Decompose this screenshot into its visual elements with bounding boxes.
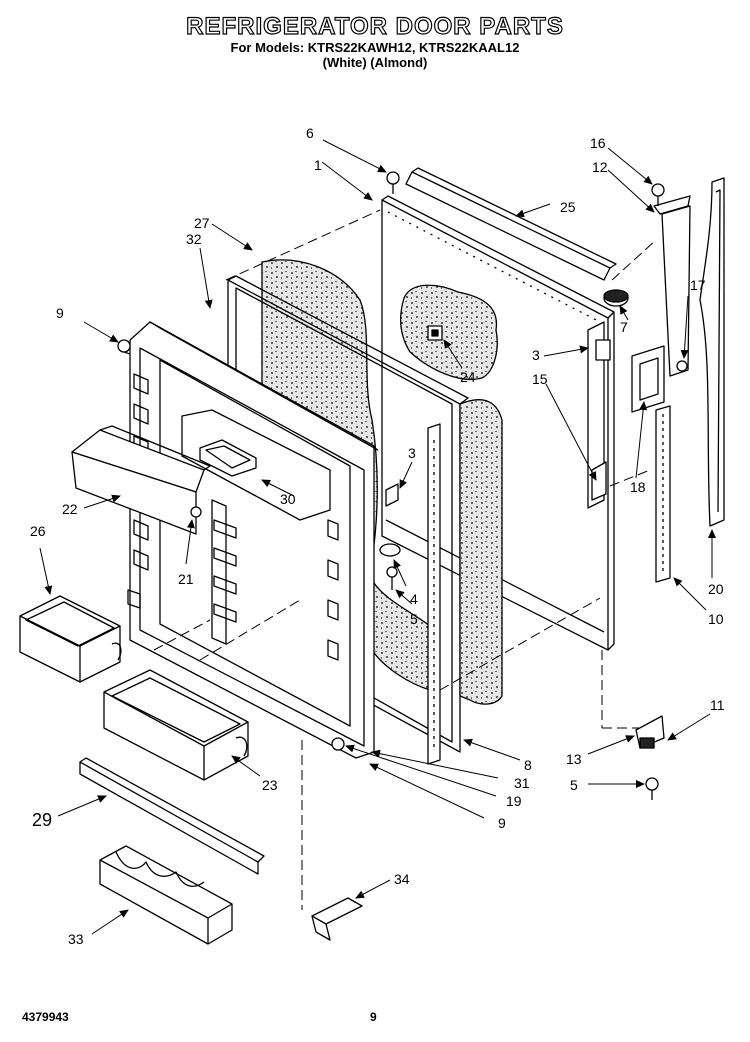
screw-parts bbox=[117, 171, 688, 800]
callout-16: 16 bbox=[590, 135, 606, 151]
part-31-vertical-trim bbox=[427, 423, 441, 765]
part-23-door-bin bbox=[103, 669, 249, 781]
callout-7: 7 bbox=[620, 319, 628, 335]
callout-24: 24 bbox=[460, 369, 476, 385]
callout-6: 6 bbox=[306, 125, 314, 141]
callout-30: 30 bbox=[280, 491, 296, 507]
callout-20: 20 bbox=[708, 581, 724, 597]
assembly-guide-lines bbox=[153, 209, 657, 910]
callout-4: 4 bbox=[410, 591, 418, 607]
part-29-shelf-bar bbox=[79, 757, 265, 875]
part-13-bottom-hinge bbox=[635, 715, 665, 749]
callout-5: 5 bbox=[570, 777, 578, 793]
callout-1: 1 bbox=[314, 157, 322, 173]
callout-15: 15 bbox=[532, 371, 548, 387]
callout-32: 32 bbox=[186, 231, 202, 247]
document-number: 4379943 bbox=[22, 1010, 69, 1024]
callout-18: 18 bbox=[630, 479, 646, 495]
part-33-egg-tray bbox=[99, 845, 233, 945]
page-title: REFRIGERATOR DOOR PARTS bbox=[186, 13, 564, 40]
callout-leaders bbox=[39, 139, 716, 935]
callout-5: 5 bbox=[410, 611, 418, 627]
callout-9: 9 bbox=[56, 305, 64, 321]
colors-line: (White) (Almond) bbox=[322, 55, 428, 70]
part-22-dairy-door bbox=[71, 425, 211, 535]
part-8-side-insulation bbox=[371, 399, 503, 705]
callout-21: 21 bbox=[178, 571, 194, 587]
callout-34: 34 bbox=[394, 871, 410, 887]
callout-29: 29 bbox=[32, 810, 52, 830]
part-30-dairy-compartment bbox=[181, 409, 331, 521]
callout-27: 27 bbox=[194, 215, 210, 231]
callout-33: 33 bbox=[68, 931, 84, 947]
callout-25: 25 bbox=[560, 199, 576, 215]
part-12-top-hinge bbox=[653, 195, 691, 377]
callout-9: 9 bbox=[498, 815, 506, 831]
callout-10: 10 bbox=[708, 611, 724, 627]
callout-19: 19 bbox=[506, 793, 522, 809]
callout-13: 13 bbox=[566, 751, 582, 767]
callout-8: 8 bbox=[524, 757, 532, 773]
callout-17: 17 bbox=[690, 277, 706, 293]
callout-11: 11 bbox=[710, 697, 725, 713]
models-line: For Models: KTRS22KAWH12, KTRS22KAAL12 bbox=[230, 40, 520, 55]
part-18-hinge-plate bbox=[631, 345, 665, 413]
callout-22: 22 bbox=[62, 501, 78, 517]
callout-3: 3 bbox=[408, 445, 416, 461]
part-34-bracket bbox=[311, 897, 363, 941]
callout-3: 3 bbox=[532, 347, 540, 363]
part-24-foam-patch bbox=[399, 284, 498, 380]
callout-labels: 1 3 3 4 5 5 6 7 8 9 9 10 11 12 13 15 16 … bbox=[30, 125, 725, 947]
callout-23: 23 bbox=[262, 777, 278, 793]
part-10-vertical-rod bbox=[655, 405, 671, 583]
callout-26: 26 bbox=[30, 523, 46, 539]
callout-12: 12 bbox=[592, 159, 608, 175]
part-26-door-bin bbox=[19, 595, 122, 683]
part-20-trim-strip bbox=[699, 177, 725, 527]
part-15-hinge-bar bbox=[587, 321, 611, 509]
diagram-header: REFRIGERATOR DOOR PARTS For Models: KTRS… bbox=[0, 13, 750, 70]
callout-31: 31 bbox=[514, 775, 530, 791]
part-7-cap bbox=[603, 289, 629, 307]
page-number: 9 bbox=[370, 1010, 377, 1024]
